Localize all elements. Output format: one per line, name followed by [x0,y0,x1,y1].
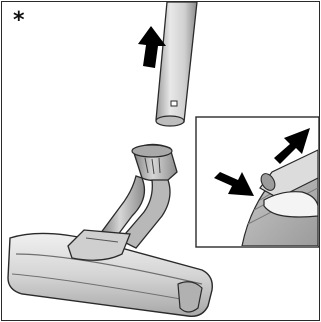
floor-nozzle [8,230,212,316]
vacuum-nozzle-diagram [2,2,319,320]
detail-inset [196,117,319,247]
release-slot [171,101,177,106]
extension-tube [156,2,197,126]
